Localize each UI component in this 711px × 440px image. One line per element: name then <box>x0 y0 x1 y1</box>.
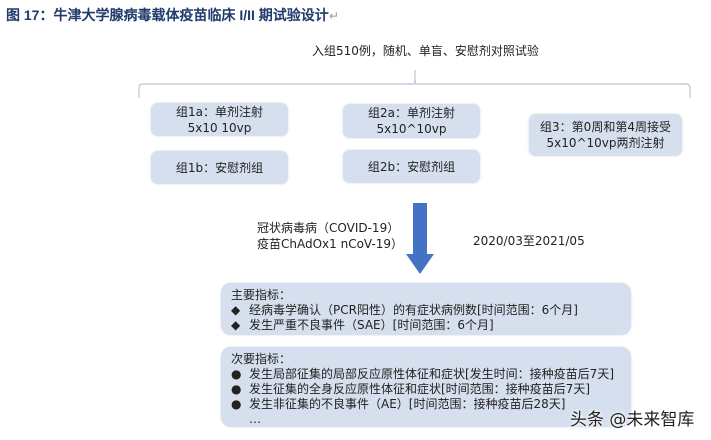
vaccine-label: 冠状病毒病（COVID-19） 疫苗ChAdOx1 nCoV-19） <box>257 220 403 252</box>
watermark: 头条 @未来智库 <box>570 410 695 430</box>
group-1a-dose: 5x10 10vp <box>187 120 252 135</box>
dot-bullet-icon: ● <box>231 382 242 396</box>
dot-bullet-icon: ● <box>231 367 242 381</box>
vaccine-line-2: 疫苗ChAdOx1 nCoV-19） <box>257 237 404 251</box>
group-3-box: 组3：第0周和第4周接受 5x10^10vp两剂注射 <box>529 114 682 156</box>
secondary-item-text: 发生非征集的不良事件（AE）[时间范围：接种疫苗后28天] <box>249 397 566 411</box>
primary-item: ◆ 发生严重不良事件（SAE）[时间范围：6个月] <box>231 318 621 333</box>
group-2a-title: 组2a：单剂注射 <box>368 106 455 120</box>
secondary-ellipsis: … <box>231 412 621 427</box>
secondary-item: ● 发生局部征集的局部反应原性体征和症状[发生时间：接种疫苗后7天] <box>231 367 621 382</box>
arrow-head <box>406 254 434 274</box>
enrollment-label: 入组510例，随机、单盲、安慰剂对照试验 <box>312 44 539 58</box>
group-2b-title: 组2b：安慰剂组 <box>367 159 456 174</box>
group-1b-title: 组1b：安慰剂组 <box>175 160 264 175</box>
diamond-bullet-icon: ◆ <box>231 318 241 332</box>
primary-item: ◆ 经病毒学确认（PCR阳性）的有症状病例数[时间范围：6个月] <box>231 303 621 318</box>
primary-item-text: 发生严重不良事件（SAE）[时间范围：6个月] <box>249 318 494 332</box>
figure-title: 图 17：牛津大学腺病毒载体疫苗临床 I/II 期试验设计↵ <box>6 5 339 25</box>
trial-period: 2020/03至2021/05 <box>473 234 585 248</box>
return-mark-icon: ↵ <box>328 9 339 23</box>
vaccine-line-1: 冠状病毒病（COVID-19） <box>257 221 400 235</box>
group-2b-box: 组2b：安慰剂组 <box>343 150 480 183</box>
group-2a-dose: 5x10^10vp <box>376 122 447 136</box>
primary-endpoints-box: 主要指标： ◆ 经病毒学确认（PCR阳性）的有症状病例数[时间范围：6个月] ◆ 发… <box>221 283 631 335</box>
group-1a-title: 组1a：单剂注射 <box>176 104 263 119</box>
group-3-dose: 5x10^10vp两剂注射 <box>546 136 665 150</box>
primary-item-text: 经病毒学确认（PCR阳性）的有症状病例数[时间范围：6个月] <box>249 303 578 317</box>
group-3-title: 组3：第0周和第4周接受 <box>540 120 671 134</box>
secondary-item-text: 发生征集的全身反应原性体征和症状[时间范围：接种疫苗后7天] <box>249 382 591 396</box>
primary-heading: 主要指标： <box>231 288 292 302</box>
secondary-endpoints-box: 次要指标： ●发生局部征集的局部反应原性体征和症状[发生时间：接种疫苗后7天] … <box>221 347 631 427</box>
ellipsis-text: … <box>249 412 261 426</box>
secondary-item: ● 发生非征集的不良事件（AE）[时间范围：接种疫苗后28天] <box>231 397 621 412</box>
arrow-shaft <box>413 203 427 255</box>
figure-title-text: 图 17：牛津大学腺病毒载体疫苗临床 I/II 期试验设计 <box>6 7 329 23</box>
secondary-item: ● 发生征集的全身反应原性体征和症状[时间范围：接种疫苗后7天] <box>231 382 621 397</box>
group-1a-box: 组1a：单剂注射 5x10 10vp <box>151 103 288 136</box>
diamond-bullet-icon: ◆ <box>231 303 241 317</box>
secondary-heading: 次要指标： <box>231 352 292 366</box>
dot-bullet-icon: ● <box>231 397 242 411</box>
secondary-item-text: 发生局部征集的局部反应原性体征和症状[发生时间：接种疫苗后7天] <box>249 367 615 381</box>
group-1b-box: 组1b：安慰剂组 <box>151 151 288 184</box>
group-2a-box: 组2a：单剂注射 5x10^10vp <box>343 104 480 138</box>
